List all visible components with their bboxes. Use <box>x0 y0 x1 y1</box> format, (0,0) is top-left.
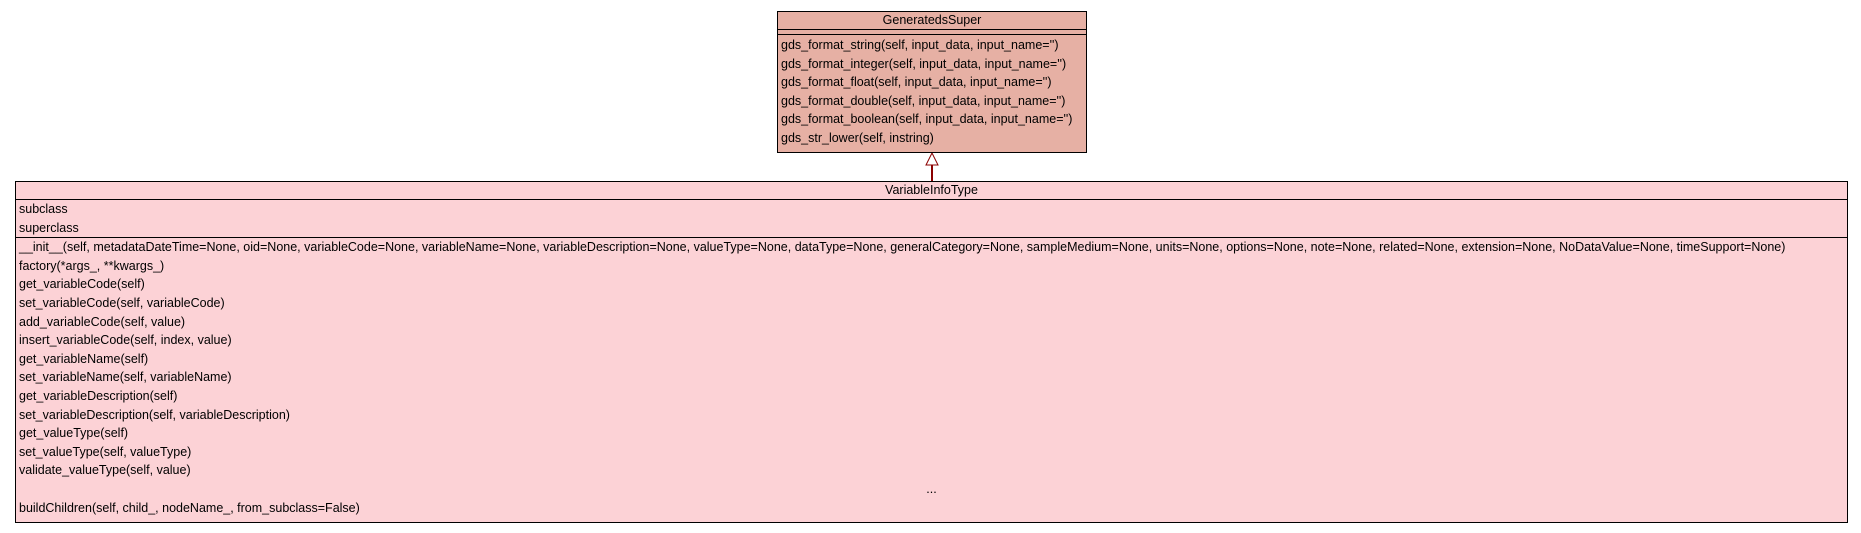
operations-compartment: gds_format_string(self, input_data, inpu… <box>778 35 1086 148</box>
operation: set_variableDescription(self, variableDe… <box>19 407 290 422</box>
operation: get_variableName(self) <box>19 351 149 366</box>
operation: buildChildren(self, child_, nodeName_, f… <box>19 500 360 515</box>
operation: set_variableCode(self, variableCode) <box>19 295 225 310</box>
class-name: GeneratedsSuper <box>778 12 1086 30</box>
operation: get_variableCode(self) <box>19 277 145 292</box>
operations-compartment: __init__(self, metadataDateTime=None, oi… <box>16 238 1847 517</box>
operation: add_variableCode(self, value) <box>19 314 186 329</box>
attributes-compartment <box>778 30 1086 35</box>
operation: validate_valueType(self, value) <box>19 463 191 478</box>
attribute: superclass <box>19 220 79 235</box>
operation: gds_format_integer(self, input_data, inp… <box>781 56 1067 71</box>
operation: gds_format_double(self, input_data, inpu… <box>781 93 1066 108</box>
attribute: subclass <box>19 202 68 216</box>
class-generateds-super[interactable]: GeneratedsSuper gds_format_string(self, … <box>777 11 1087 153</box>
operation: gds_format_float(self, input_data, input… <box>781 75 1052 90</box>
operation: insert_variableCode(self, index, value) <box>19 333 232 348</box>
operation: gds_str_lower(self, instring) <box>781 130 934 145</box>
operation: gds_format_string(self, input_data, inpu… <box>781 38 1059 52</box>
operation: set_valueType(self, valueType) <box>19 444 192 459</box>
operation: get_valueType(self) <box>19 426 129 441</box>
inheritance-arrowhead <box>925 151 939 166</box>
attributes-compartment: subclass superclass <box>16 200 1847 239</box>
class-name: VariableInfoType <box>16 182 1847 200</box>
operation: gds_format_boolean(self, input_data, inp… <box>781 112 1073 127</box>
operation: set_variableName(self, variableName) <box>19 370 232 385</box>
class-variable-info-type[interactable]: VariableInfoType subclass superclass __i… <box>15 181 1848 523</box>
operation: __init__(self, metadataDateTime=None, oi… <box>19 240 1786 255</box>
operation: get_variableDescription(self) <box>19 388 178 403</box>
operation: factory(*args_, **kwargs_) <box>19 258 165 273</box>
operations-ellipsis: ... <box>926 481 937 496</box>
